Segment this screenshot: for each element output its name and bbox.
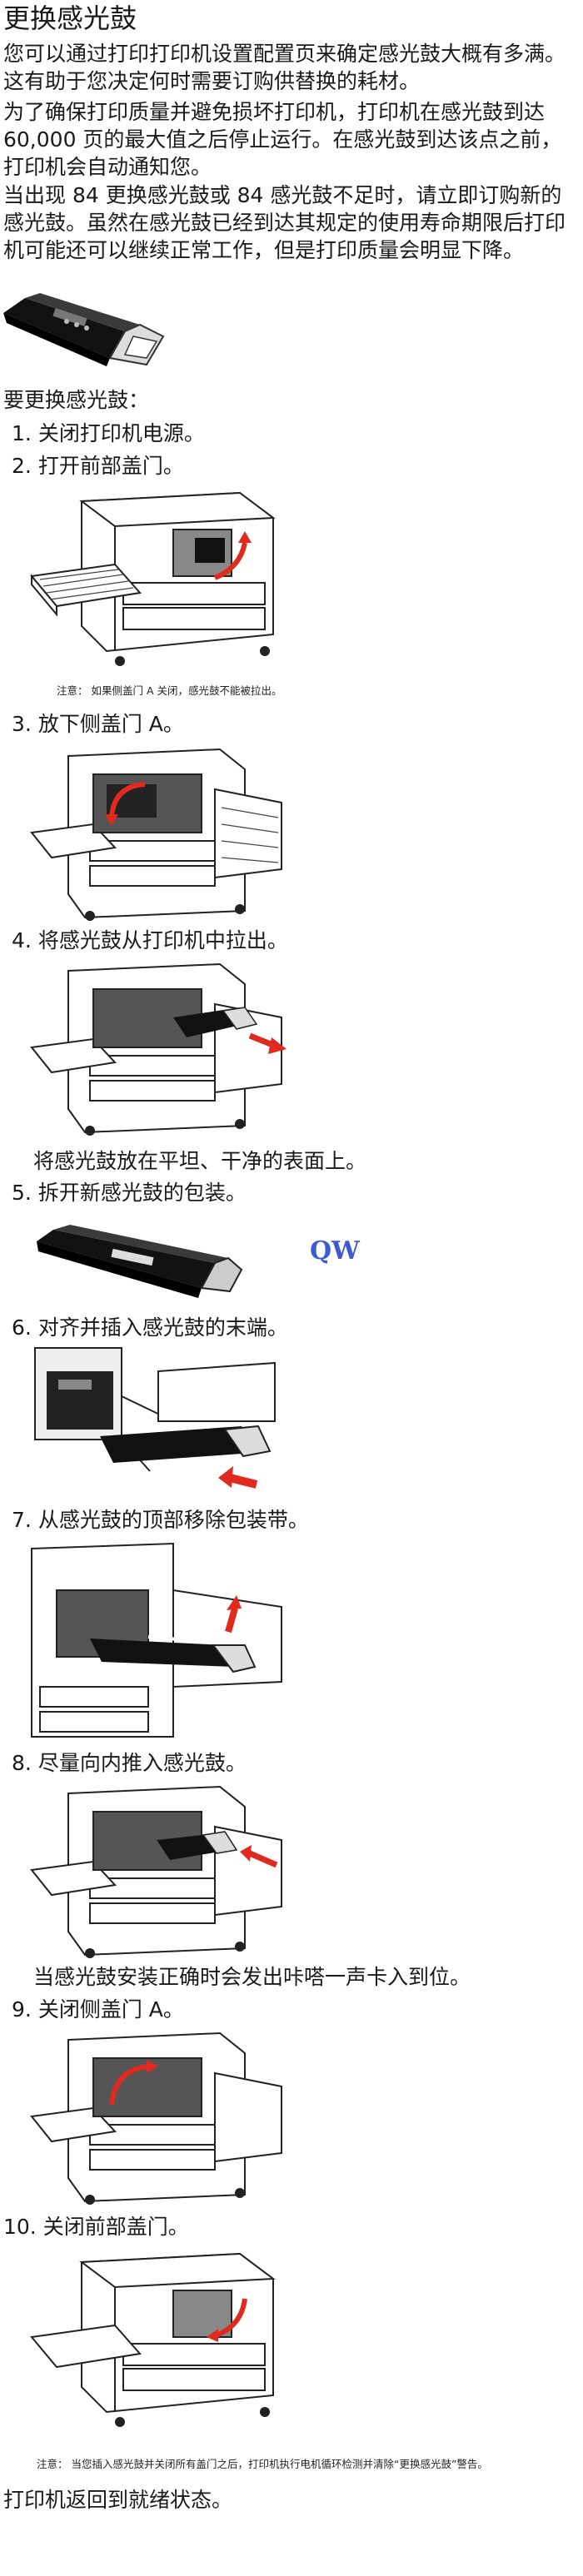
step-number: 6. xyxy=(12,1315,32,1340)
drum-pulled-out-image xyxy=(30,962,287,1136)
intro-paragraph-1: 您可以通过打印打印机设置配置页来确定感光鼓大概有多满。这有助于您决定何时需要订购… xyxy=(3,42,566,93)
step-7: 7. 从感光鼓的顶部移除包装带。 xyxy=(12,1505,309,1535)
step-8: 8. 尽量向内推入感光鼓。 xyxy=(12,1748,247,1778)
step-text: 关闭前部盖门。 xyxy=(42,2215,189,2239)
close-side-door-a-image xyxy=(30,2031,282,2205)
watermark-logo: QW xyxy=(310,1236,360,1266)
push-drum-in-image xyxy=(30,1785,282,1958)
step-text: 将感光鼓从打印机中拉出。 xyxy=(37,928,288,952)
step-8-subtext: 当感光鼓安装正确时会发出咔嗒一声卡入到位。 xyxy=(33,1965,471,1989)
step-4: 4. 将感光鼓从打印机中拉出。 xyxy=(12,926,288,956)
step-9: 9. 关闭侧盖门 A。 xyxy=(12,1995,184,2025)
step-text: 拆开新感光鼓的包装。 xyxy=(37,1181,247,1205)
step-5: 5. 拆开新感光鼓的包装。 xyxy=(12,1178,247,1208)
drum-cartridge-image xyxy=(3,293,165,366)
step-1: 1. 关闭打印机电源。 xyxy=(12,419,205,449)
step-number: 1. xyxy=(12,421,32,445)
procedure-lead: 要更换感光鼓： xyxy=(3,388,150,412)
final-note: 注意： 当您插入感光鼓并关闭所有盖门之后，打印机执行电机循环检测并清除“更换感光… xyxy=(37,2458,488,2470)
remove-packing-tape-image xyxy=(31,1542,282,1738)
step-text: 对齐并插入感光鼓的末端。 xyxy=(37,1315,288,1340)
intro-paragraph-2: 为了确保打印质量并避免损坏打印机，打印机在感光鼓到达 60,000 页的最大值之… xyxy=(3,100,562,179)
step-number: 10. xyxy=(3,2215,37,2239)
intro-paragraph-3: 当出现 84 更换感光鼓或 84 感光鼓不足时，请立即订购新的感光鼓。虽然在感光… xyxy=(3,183,566,262)
closing-text: 打印机返回到就绪状态。 xyxy=(3,2488,233,2512)
step-text: 关闭打印机电源。 xyxy=(37,421,205,445)
new-drum-unpacked-image xyxy=(37,1225,243,1298)
step-4-subtext: 将感光鼓放在平坦、干净的表面上。 xyxy=(33,1149,367,1173)
page-title: 更换感光鼓 xyxy=(3,2,137,34)
step-text: 关闭侧盖门 A。 xyxy=(37,1997,184,2022)
step-6: 6. 对齐并插入感光鼓的末端。 xyxy=(12,1313,288,1343)
step-number: 9. xyxy=(12,1997,32,2022)
close-front-door-image xyxy=(30,2252,276,2427)
step-text: 尽量向内推入感光鼓。 xyxy=(37,1751,247,1775)
drum-align-insert-image xyxy=(33,1346,283,1503)
step-text: 打开前部盖门。 xyxy=(37,454,184,478)
step-2: 2. 打开前部盖门。 xyxy=(12,451,184,481)
step-text: 放下侧盖门 A。 xyxy=(37,712,184,736)
side-door-a-lowered-image xyxy=(30,748,282,921)
watermark-text: QW xyxy=(310,1236,360,1266)
step-3: 3. 放下侧盖门 A。 xyxy=(12,709,184,739)
step-text: 从感光鼓的顶部移除包装带。 xyxy=(37,1508,309,1532)
front-door-note: 注意： 如果侧盖门 A 关闭，感光鼓不能被拉出。 xyxy=(57,684,282,697)
printer-front-door-open-image xyxy=(30,491,276,666)
step-number: 5. xyxy=(12,1181,32,1205)
step-number: 3. xyxy=(12,712,32,736)
step-number: 4. xyxy=(12,928,32,952)
step-10: 10. 关闭前部盖门。 xyxy=(3,2212,189,2242)
step-number: 8. xyxy=(12,1751,32,1775)
step-number: 2. xyxy=(12,454,32,478)
step-number: 7. xyxy=(12,1508,32,1532)
